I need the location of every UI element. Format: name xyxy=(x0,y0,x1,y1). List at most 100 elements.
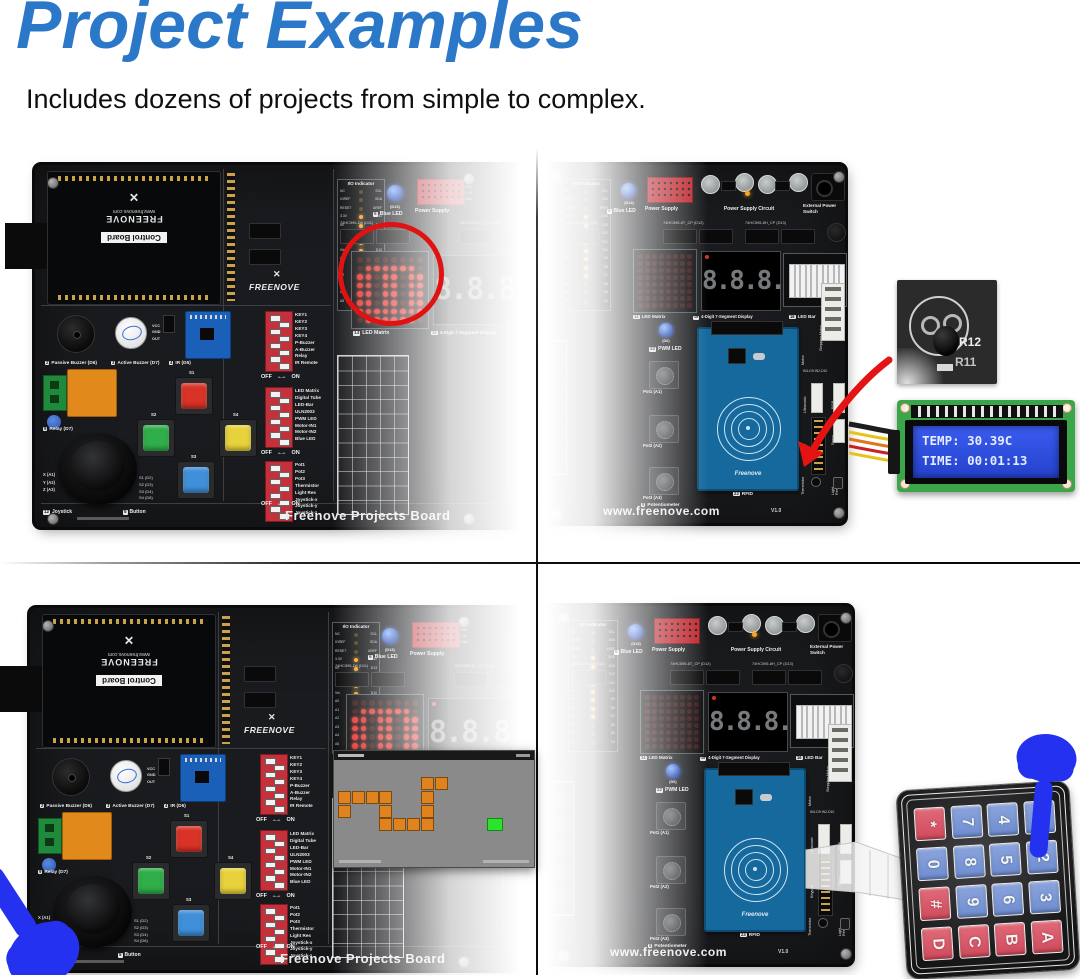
matrix-dot xyxy=(645,737,650,742)
relay-component xyxy=(62,812,112,860)
pot-label: Pot3 (A3) xyxy=(643,495,662,500)
matrix-dot xyxy=(412,717,418,723)
snake-segment xyxy=(379,790,393,804)
dip-switch xyxy=(279,471,290,479)
io-led xyxy=(359,198,363,203)
matrix-dot xyxy=(386,743,392,749)
joystick-base xyxy=(59,433,137,505)
connector-pins xyxy=(814,420,823,472)
io-pin-left: NC xyxy=(571,630,576,634)
io-pin-right: D11 xyxy=(609,680,615,685)
matrix-dot xyxy=(652,702,657,707)
io-pin-right: SCL xyxy=(608,630,615,634)
blue-led xyxy=(621,183,636,198)
matrix-dot xyxy=(377,717,384,723)
matrix-dot xyxy=(645,702,650,707)
active-buzzer xyxy=(110,760,142,792)
joystick-cap xyxy=(66,884,120,934)
power-supply-block xyxy=(412,622,460,648)
io-pin-right: D9 xyxy=(610,697,615,702)
matrix-dot xyxy=(403,700,410,706)
matrix-dot xyxy=(659,723,664,728)
matrix-dot xyxy=(659,716,664,721)
control-board-site: www.freenove.com xyxy=(107,651,151,657)
terminal-hole xyxy=(45,824,54,832)
dip-switch xyxy=(274,882,285,889)
logo-x-icon: ✕ xyxy=(273,269,281,279)
freenove-logo: FREENOVE xyxy=(244,725,295,735)
chip-label: 74HC595-8H_CP (D13) xyxy=(752,661,794,666)
matrix-dot xyxy=(666,268,671,273)
active-buzzer xyxy=(115,317,147,349)
matrix-dot xyxy=(666,303,671,308)
matrix-dot xyxy=(652,744,657,749)
resistor-label: R12 xyxy=(959,335,982,349)
io-led xyxy=(354,658,358,663)
potentiometer-knob xyxy=(656,908,686,936)
regulator xyxy=(728,622,743,632)
dip-label: Pot2 xyxy=(295,468,305,474)
matrix-dot xyxy=(652,716,657,721)
board-version: V1.0 xyxy=(771,508,782,514)
io-pin-left: RESET xyxy=(564,205,575,210)
lcd-screen: TEMP: 30.39C TIME: 00:01:13 xyxy=(913,426,1059,478)
matrix-dot xyxy=(645,282,650,287)
dip-switch xyxy=(274,840,285,848)
power-led xyxy=(752,632,757,637)
button-id: S3 xyxy=(191,454,197,459)
dip-label: Motor-IN2 xyxy=(295,429,317,435)
rfid-module: Freenove xyxy=(704,762,806,932)
usb-cable xyxy=(0,666,46,712)
matrix-dot xyxy=(659,289,664,294)
led-matrix-panel xyxy=(633,249,697,313)
io-pin-left: A5 xyxy=(335,741,340,746)
freenove-logo: FREENOVE xyxy=(249,282,300,292)
dip-switch xyxy=(270,342,281,350)
matrix-dot xyxy=(652,268,657,273)
matrix-dot xyxy=(673,296,678,301)
matrix-dot xyxy=(659,261,664,266)
dip-label: Thermistor xyxy=(290,925,314,931)
matrix-dot xyxy=(694,744,699,749)
chip-label: 74HC595-8T_CP (D12) xyxy=(663,220,704,225)
matrix-dot xyxy=(360,734,367,740)
thermistor-label: Thermistor xyxy=(808,917,812,936)
snake-segment xyxy=(420,818,434,832)
matrix-dot xyxy=(666,695,671,700)
dip-label: ULN2003 xyxy=(290,851,310,857)
io-pin-left: A4 xyxy=(564,290,568,295)
matrix-dot xyxy=(403,708,410,715)
blue-led xyxy=(628,624,643,639)
io-pin-right: D12 xyxy=(609,672,615,677)
io-pin-left: A0 xyxy=(564,256,568,261)
power-supply-block xyxy=(417,179,465,205)
pin-grid xyxy=(415,625,457,645)
screw xyxy=(458,956,470,968)
sensor-pins-row xyxy=(185,758,221,762)
io-pin-right: D5 xyxy=(610,731,615,736)
dip-bank xyxy=(260,754,288,815)
dip-switch xyxy=(270,465,281,472)
chip-label: 74HC595-8T_CP (D12) xyxy=(454,663,495,668)
matrix-dot xyxy=(645,289,650,294)
matrix-dot xyxy=(395,717,401,723)
matrix-dot xyxy=(680,730,685,735)
ultrasonic-label: Ultrasonic xyxy=(803,396,807,413)
matrix-dot xyxy=(386,734,392,740)
io-pin-left: A5 xyxy=(340,298,345,303)
dip-label: Light Res xyxy=(290,932,311,938)
shift-register-chip xyxy=(371,672,405,687)
matrix-dot xyxy=(687,254,692,259)
io-pin-left: A4 xyxy=(335,733,340,738)
joystick-axes: X (A1)Y (A2)Z (A3) xyxy=(38,915,51,936)
pot-label: Pot1 (A1) xyxy=(643,389,662,394)
dip-label: Thermistor xyxy=(295,482,319,488)
shift-register-chip xyxy=(781,229,815,244)
power-supply-block xyxy=(654,618,700,644)
power-button xyxy=(827,223,846,242)
light-res-comp xyxy=(833,477,843,489)
